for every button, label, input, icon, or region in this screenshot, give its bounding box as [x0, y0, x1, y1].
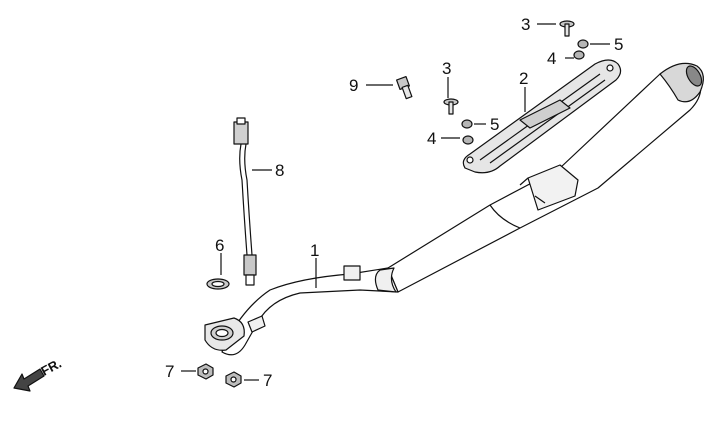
callout-heat-protector: 2 [519, 69, 528, 88]
sensor-wire [239, 143, 248, 256]
tailpipe-outlet [685, 65, 703, 87]
screw-top-part [559, 20, 575, 37]
screw-mid-part [443, 98, 459, 115]
callout-bolt: 9 [349, 76, 358, 95]
bolt-part [395, 75, 413, 100]
callout-screw-mid: 3 [442, 59, 451, 78]
sensor-body [243, 254, 257, 276]
nut-left-part [197, 363, 214, 380]
callout-nut-left: 7 [165, 362, 174, 381]
pipe-collar [374, 267, 397, 293]
nut-top-part [577, 39, 589, 49]
muffler-assembly [204, 62, 704, 356]
washer-top-part [573, 50, 585, 60]
callout-muffler: 1 [310, 241, 319, 260]
callout-nut-right: 7 [263, 371, 272, 390]
callout-labels: 1 2 3 3 4 4 5 5 6 7 7 8 9 [165, 15, 623, 390]
callout-nut-top: 5 [614, 35, 623, 54]
nut-mid-part [461, 119, 473, 129]
heat-protector-part [462, 59, 622, 174]
sensor-boss [343, 265, 361, 281]
leader-lines [181, 23, 610, 381]
o2-sensor-part [233, 117, 257, 286]
front-arrow-icon [13, 368, 45, 392]
callout-washer-mid: 4 [427, 129, 436, 148]
front-direction-indicator: FR. [13, 356, 64, 392]
sensor-connector [233, 121, 249, 145]
nut-right-part [225, 371, 242, 388]
mount-bracket [527, 164, 579, 211]
callout-washer-top: 4 [547, 49, 556, 68]
callout-gasket: 6 [215, 236, 224, 255]
callout-nut-mid: 5 [490, 115, 499, 134]
washer-mid-part [462, 135, 474, 145]
callout-screw-top: 3 [521, 15, 530, 34]
callout-o2-sensor: 8 [275, 161, 284, 180]
